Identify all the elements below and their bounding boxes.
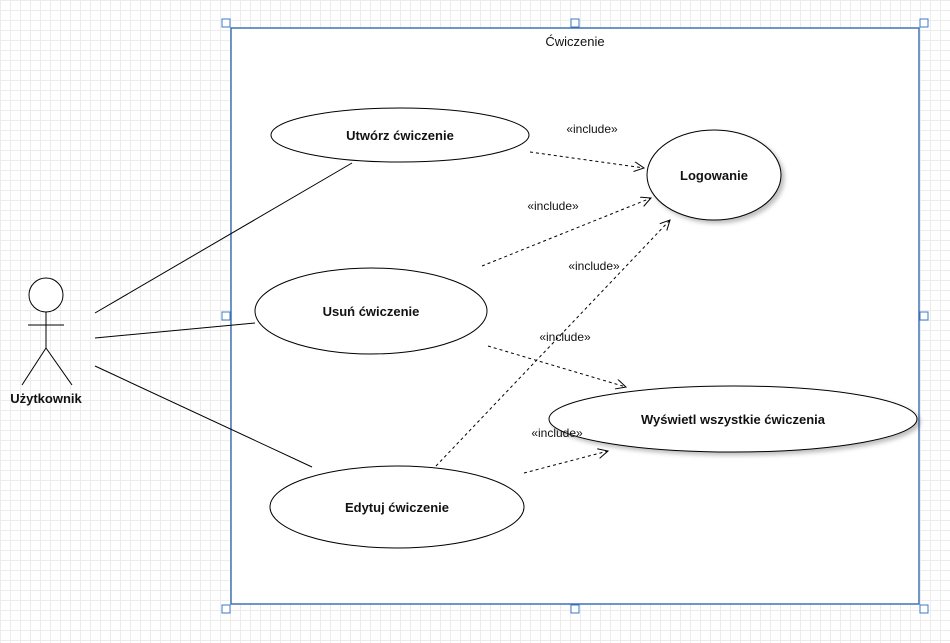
resize-handle-right[interactable] bbox=[919, 311, 929, 321]
include-edit-login[interactable] bbox=[435, 220, 670, 467]
actor-label: Użytkownik bbox=[10, 391, 82, 406]
actor-right-leg bbox=[45, 347, 73, 386]
use-case-login-label: Logowanie bbox=[680, 168, 748, 183]
resize-handle-bottom-right[interactable] bbox=[919, 604, 929, 614]
resize-handle-left[interactable] bbox=[221, 311, 231, 321]
use-case-edit-label: Edytuj ćwiczenie bbox=[345, 500, 449, 515]
use-case-login[interactable]: Logowanie bbox=[646, 129, 782, 221]
resize-handle-bottom[interactable] bbox=[570, 604, 580, 614]
selection-handles[interactable] bbox=[221, 18, 929, 614]
resize-handle-top-right[interactable] bbox=[919, 18, 929, 28]
include-label-delete-show: «include» bbox=[539, 330, 591, 344]
include-create-login[interactable] bbox=[529, 151, 644, 168]
include-edit-show[interactable] bbox=[523, 451, 608, 474]
association-delete[interactable] bbox=[94, 322, 256, 339]
resize-handle-bottom-left[interactable] bbox=[221, 604, 231, 614]
actor-head bbox=[28, 277, 64, 313]
use-case-show-all-label: Wyświetl wszystkie ćwiczenia bbox=[641, 412, 826, 427]
association-edit[interactable] bbox=[94, 365, 313, 468]
include-label-create-login: «include» bbox=[566, 122, 618, 136]
resize-handle-top-left[interactable] bbox=[221, 18, 231, 28]
associations bbox=[94, 162, 353, 468]
use-case-create-label: Utwórz ćwiczenie bbox=[346, 128, 454, 143]
actor-uzytkownik[interactable] bbox=[21, 277, 73, 386]
include-label-edit-show: «include» bbox=[531, 426, 583, 440]
include-delete-login[interactable] bbox=[481, 198, 651, 267]
include-label-delete-login: «include» bbox=[527, 199, 579, 213]
resize-handle-top[interactable] bbox=[570, 18, 580, 28]
use-case-delete-label: Usuń ćwiczenie bbox=[323, 304, 420, 319]
use-case-edit[interactable]: Edytuj ćwiczenie bbox=[269, 465, 525, 549]
use-case-show-all[interactable]: Wyświetl wszystkie ćwiczenia bbox=[548, 385, 918, 453]
include-relations bbox=[435, 151, 670, 474]
include-label-edit-login: «include» bbox=[568, 259, 620, 273]
actor-left-leg bbox=[21, 347, 47, 386]
use-case-delete[interactable]: Usuń ćwiczenie bbox=[254, 267, 488, 355]
association-create[interactable] bbox=[94, 162, 353, 314]
system-title: Ćwiczenie bbox=[545, 34, 604, 49]
use-case-create[interactable]: Utwórz ćwiczenie bbox=[270, 107, 530, 163]
